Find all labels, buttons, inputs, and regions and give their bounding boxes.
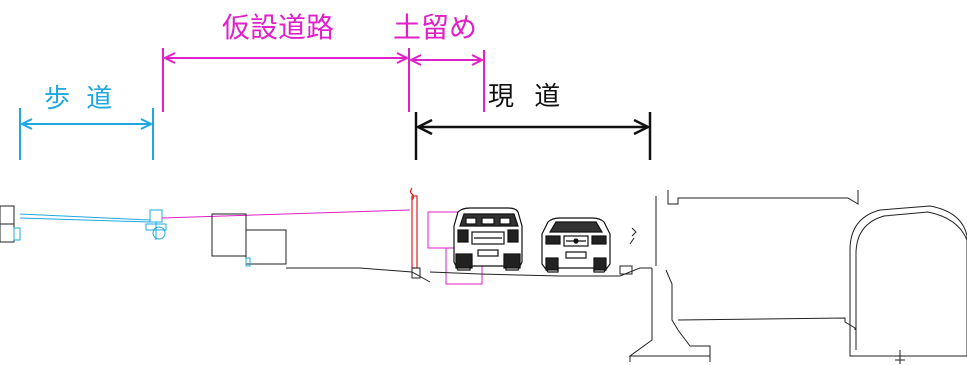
existing-road-surface (429, 267, 652, 277)
existing-ground-blocks (211, 213, 431, 283)
car-suv (453, 207, 523, 271)
sidewalk-dimension (19, 108, 154, 160)
temporary-road-dimension (162, 48, 410, 112)
earth-retaining-label: 土留め (393, 11, 478, 44)
sidewalk-ground-line (19, 213, 151, 223)
right-abutment-structure (619, 190, 859, 362)
tunnel-structure (849, 205, 967, 364)
earth-retaining-dimension (411, 50, 485, 112)
existing-road-dimension (414, 112, 652, 160)
temporary-road-label: 仮設道路 (222, 11, 335, 44)
left-boundary-structure (0, 205, 21, 243)
temporary-road-surface (161, 209, 411, 219)
curb-drain-symbol (145, 209, 167, 240)
existing-road-label: 現 道 (488, 82, 567, 112)
sidewalk-label: 歩 道 (44, 84, 117, 114)
car-sedan (541, 217, 611, 273)
earth-retaining-wall (409, 187, 421, 279)
